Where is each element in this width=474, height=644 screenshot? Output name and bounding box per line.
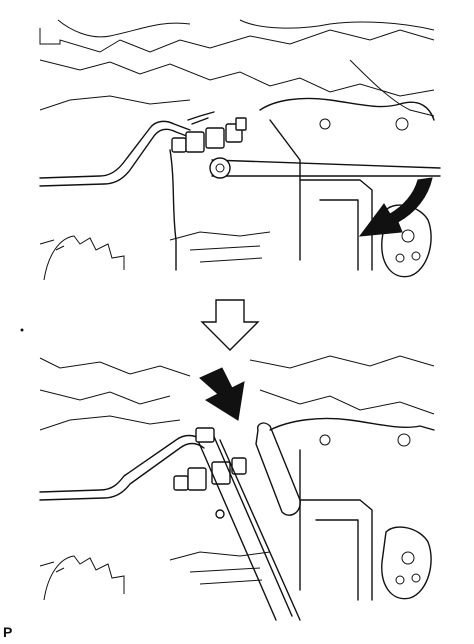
down-outline-arrow: [200, 299, 260, 351]
stray-dot: [20, 328, 24, 332]
top-illustration: [39, 19, 441, 281]
curved-rotate-arrow: [358, 177, 433, 237]
bottom-illustration: [39, 355, 435, 621]
press-down-arrow: [199, 367, 245, 421]
corner-label: P: [3, 624, 13, 640]
